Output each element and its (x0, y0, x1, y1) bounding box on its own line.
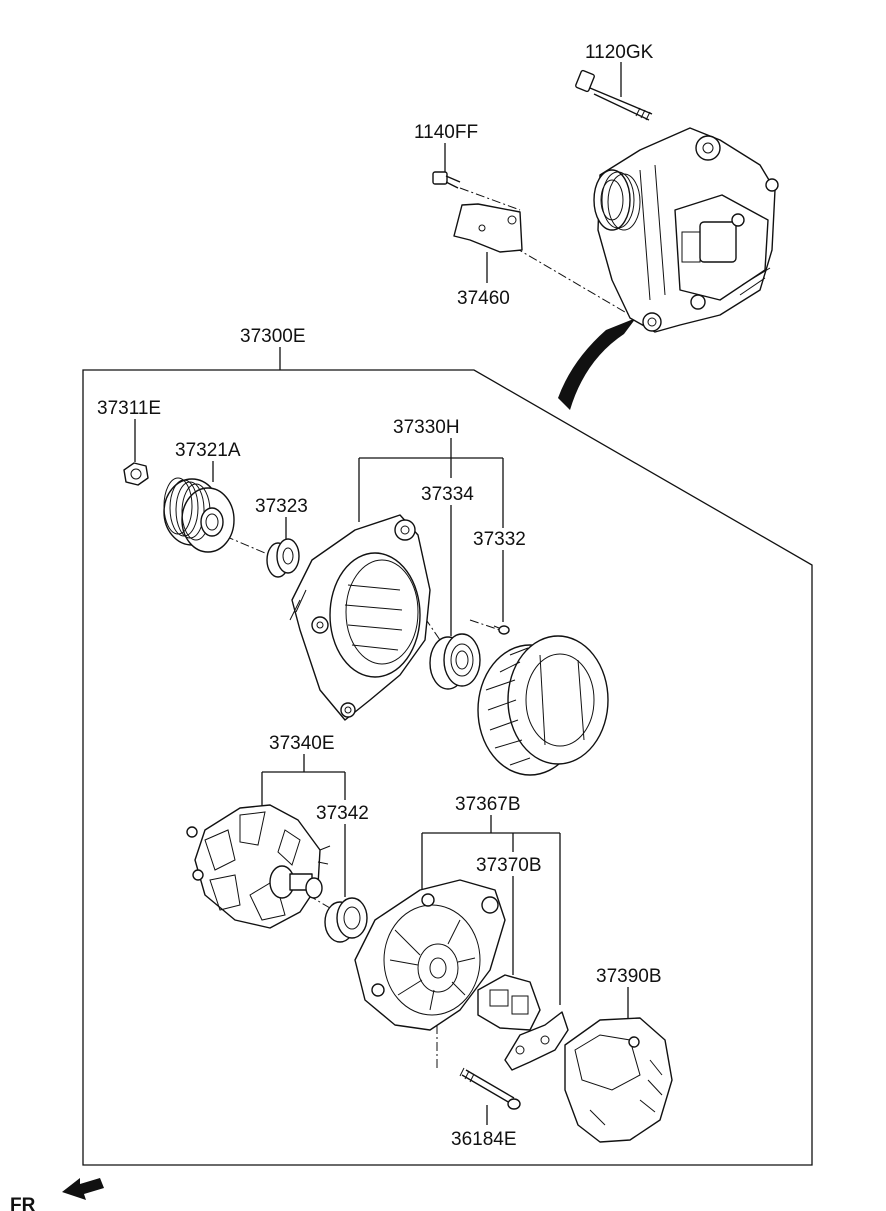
spacer-37323 (266, 538, 300, 578)
nut-37311E (123, 462, 149, 486)
part-label-37321A[interactable]: 37321A (175, 440, 241, 461)
part-label-37330H[interactable]: 37330H (393, 417, 460, 438)
part-label-1140FF[interactable]: 1140FF (414, 122, 478, 143)
part-label-37460[interactable]: 37460 (457, 288, 510, 309)
assembled-alternator (593, 127, 779, 333)
part-label-37340E[interactable]: 37340E (269, 733, 335, 754)
part-label-37334[interactable]: 37334 (421, 484, 474, 505)
front-bracket-37330H (289, 514, 431, 721)
part-label-37342[interactable]: 37342 (316, 803, 369, 824)
stator (477, 635, 609, 776)
part-label-37367B[interactable]: 37367B (455, 794, 521, 815)
part-label-37300E[interactable]: 37300E (240, 326, 306, 347)
bracket-37460 (453, 203, 523, 253)
bearing-37342 (324, 897, 368, 943)
part-label-37323[interactable]: 37323 (255, 496, 308, 517)
part-label-37390B[interactable]: 37390B (596, 966, 662, 987)
part-label-37332[interactable]: 37332 (473, 529, 526, 550)
rear-cover-37390B (564, 1017, 673, 1143)
rear-bracket-37367B (354, 879, 506, 1031)
rotor-37340E (186, 804, 331, 929)
part-label-37370B[interactable]: 37370B (476, 855, 542, 876)
bolt-1120GK (575, 69, 653, 121)
bolt-1140FF (432, 171, 461, 189)
screw-37332 (493, 625, 510, 635)
front-direction-label: FR (10, 1195, 36, 1211)
through-bolt-36184E (459, 1067, 521, 1110)
regulator-37370B (477, 974, 569, 1071)
part-label-36184E[interactable]: 36184E (451, 1129, 517, 1150)
part-label-1120GK[interactable]: 1120GK (585, 42, 654, 63)
assembly-centerlines (224, 187, 631, 1070)
pulley-37321A (163, 477, 235, 553)
leader-lines (134, 62, 629, 1125)
bearing-37334 (429, 633, 481, 690)
front-direction-arrow (62, 1178, 104, 1200)
assembly-arrow (558, 318, 636, 410)
part-label-37311E[interactable]: 37311E (97, 398, 161, 419)
assembly-boundary (82, 369, 813, 1166)
